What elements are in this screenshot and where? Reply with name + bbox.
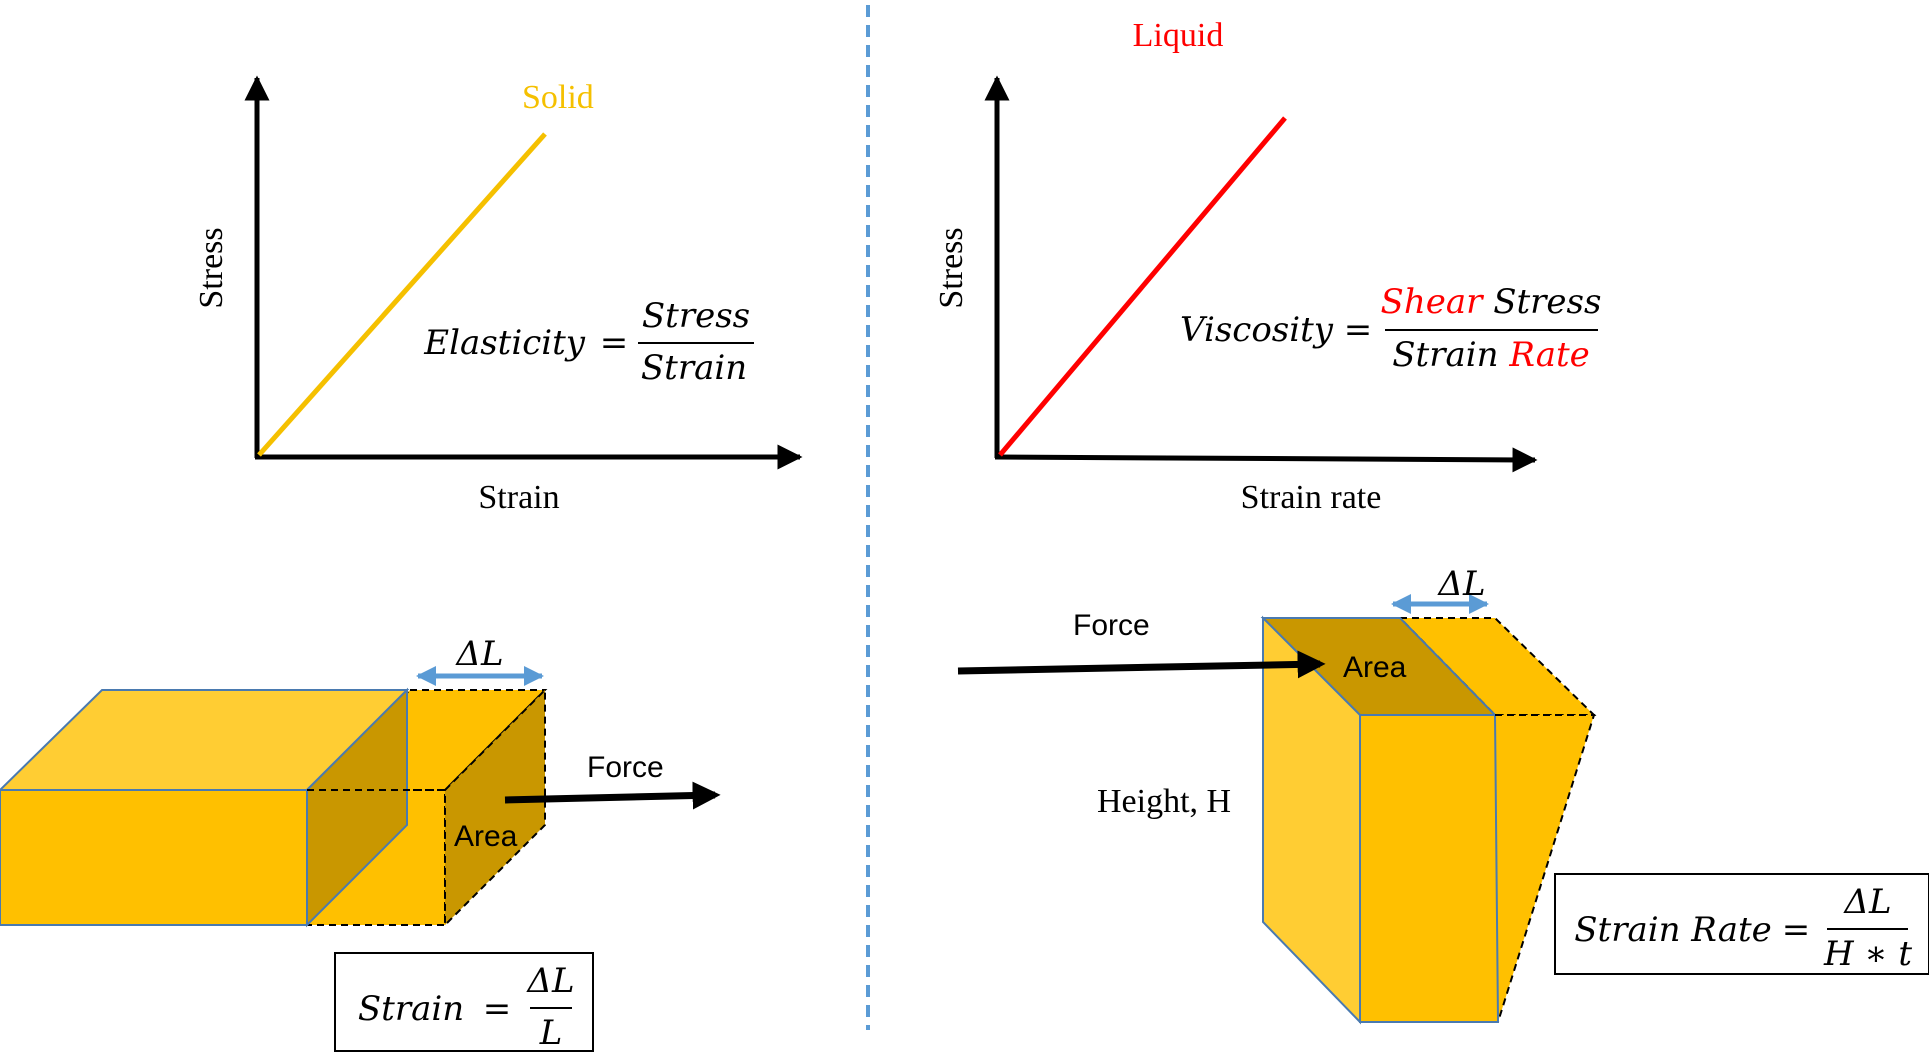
block-front-face bbox=[1359, 714, 1500, 1023]
block-side bbox=[306, 687, 408, 928]
area-label: Area bbox=[1343, 651, 1407, 684]
formula-lhs: Strain bbox=[358, 989, 464, 1029]
sheared-face bbox=[1494, 714, 1596, 1023]
x-axis-label: Strain rate bbox=[1241, 479, 1382, 516]
viscosity-equation: Viscosity = Shear Stress Strain Rate bbox=[1180, 282, 1601, 375]
y-axis-label: Stress bbox=[193, 227, 230, 308]
force-label: Force bbox=[587, 751, 664, 784]
formula-numerator: ΔL bbox=[525, 961, 574, 1001]
y-axis-label: Stress bbox=[933, 227, 970, 308]
numerator-shear: Shear bbox=[1381, 282, 1485, 322]
delta-l-label: ΔL bbox=[454, 634, 503, 674]
liquid-graph: Liquid Stress Strain rate Viscosity = Sh… bbox=[933, 17, 1601, 516]
equation-numerator: Stress bbox=[642, 296, 750, 336]
solid-curve bbox=[257, 132, 547, 457]
equation-equals: = bbox=[600, 323, 629, 363]
force-label: Force bbox=[1073, 609, 1150, 642]
equation-lhs: Elasticity bbox=[423, 323, 586, 363]
denominator-rate: Rate bbox=[1508, 335, 1589, 375]
formula-denominator: L bbox=[539, 1013, 563, 1053]
formula-numerator: ΔL bbox=[1842, 882, 1891, 922]
equation-lhs: Viscosity bbox=[1180, 310, 1334, 350]
denominator-strain: Strain bbox=[1392, 335, 1498, 375]
formula-lhs: Strain Rate bbox=[1574, 910, 1772, 950]
solid-curve-label: Solid bbox=[522, 79, 594, 116]
force-arrow bbox=[504, 781, 721, 810]
equation-numerator: Shear Stress bbox=[1381, 282, 1602, 322]
displaced-side bbox=[444, 687, 546, 928]
solid-block: ΔL Force Area bbox=[0, 634, 721, 928]
formula-box-border bbox=[334, 952, 594, 1052]
solid-graph: Solid Stress Strain Elasticity = Stress … bbox=[193, 75, 803, 516]
strain-rate-formula-box: Strain Rate = ΔL H ∗ t bbox=[1554, 873, 1929, 975]
x-axis bbox=[994, 447, 1538, 473]
formula-equals: = bbox=[1782, 910, 1811, 950]
area-label: Area bbox=[454, 820, 518, 853]
strain-formula-box: Strain = ΔL L bbox=[334, 952, 594, 1053]
formula-box-border bbox=[1554, 873, 1929, 975]
formula-equals: = bbox=[483, 989, 512, 1029]
equation-denominator: Strain bbox=[641, 348, 747, 388]
x-axis-label: Strain bbox=[478, 479, 559, 516]
delta-l-label: ΔL bbox=[1436, 564, 1485, 604]
height-label: Height, H bbox=[1097, 783, 1231, 820]
elasticity-equation: Elasticity = Stress Strain bbox=[423, 296, 754, 388]
liquid-curve-label: Liquid bbox=[1133, 17, 1224, 54]
equation-denominator: Strain Rate bbox=[1392, 335, 1590, 375]
block-front bbox=[0, 789, 308, 926]
force-arrow bbox=[957, 650, 1326, 679]
numerator-stress-word: Stress bbox=[1493, 282, 1601, 322]
liquid-block: ΔL Force Area Height, H bbox=[957, 564, 1597, 1025]
liquid-curve bbox=[998, 116, 1287, 457]
formula-denominator: H ∗ t bbox=[1823, 934, 1912, 974]
equation-equals: = bbox=[1344, 310, 1373, 350]
